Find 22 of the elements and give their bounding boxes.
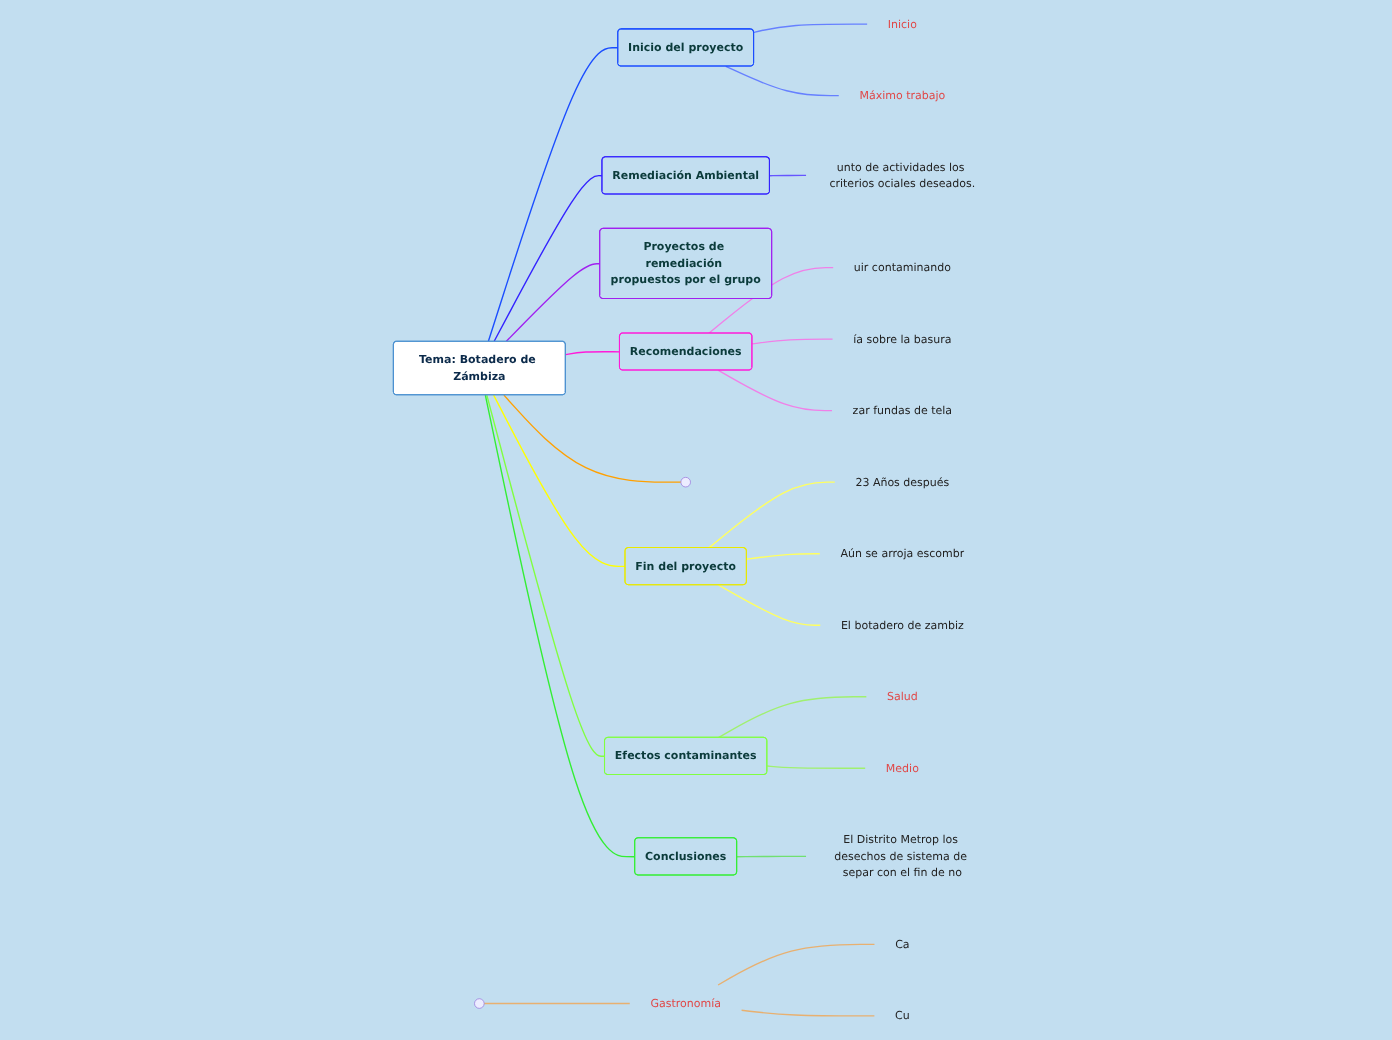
connector — [564, 351, 621, 356]
connector — [503, 394, 682, 483]
connector — [484, 394, 636, 858]
connector — [483, 1002, 631, 1005]
connector — [492, 394, 627, 568]
connector — [746, 553, 821, 560]
connector — [717, 696, 868, 739]
connector — [769, 174, 807, 177]
connector — [717, 584, 821, 626]
connector — [766, 765, 866, 769]
connector — [717, 369, 833, 412]
connector — [753, 23, 868, 34]
connector — [751, 338, 834, 345]
connector — [708, 481, 836, 549]
connector — [736, 855, 807, 858]
connector — [505, 263, 601, 343]
connector — [486, 394, 606, 757]
connector — [740, 1009, 876, 1017]
connector — [493, 175, 603, 343]
connector — [725, 65, 840, 97]
connector — [717, 943, 876, 986]
connector — [487, 47, 619, 343]
